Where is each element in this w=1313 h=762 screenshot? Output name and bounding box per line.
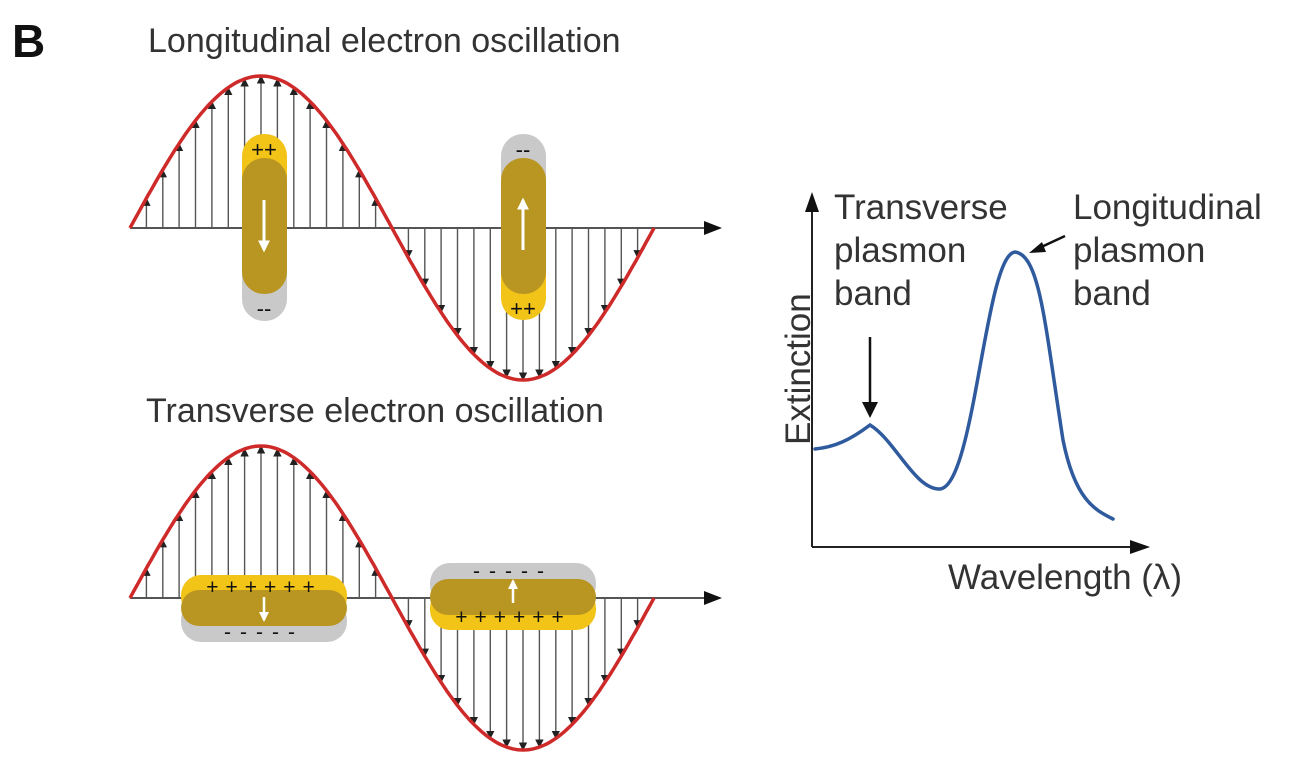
longitudinal-band-line-1: Longitudinal — [1073, 188, 1262, 227]
longitudinal-band-line-2: plasmon — [1073, 231, 1206, 270]
longitudinal-title: Longitudinal electron oscillation — [148, 22, 621, 60]
panel-label: B — [12, 15, 46, 67]
spectrum-curve — [813, 250, 1115, 521]
transverse-title: Transverse electron oscillation — [146, 392, 604, 430]
transverse-wave-curve — [128, 444, 656, 752]
positive-charges: ++ — [510, 296, 536, 321]
longitudinal-wave-curve — [128, 74, 656, 382]
transverse-band-line-2: plasmon — [834, 231, 967, 270]
spectrum-x-axis-label: Wavelength (λ) — [948, 558, 1183, 597]
extinction-spectrum — [805, 192, 1150, 554]
longitudinal-axis-arrowhead — [704, 221, 722, 235]
spectrum-x-axis-arrowhead — [1130, 540, 1150, 554]
longitudinal-field-vectors — [142, 75, 642, 381]
transverse-band-pointer-head — [862, 402, 878, 418]
positive-charges: ++++++ — [455, 606, 571, 629]
transverse-band-line-3: band — [834, 274, 912, 313]
positive-charges: ++ — [251, 137, 277, 162]
positive-charges: ++++++ — [206, 576, 322, 599]
transverse-nanorod-1: ++++++ ----- — [181, 575, 347, 644]
longitudinal-nanorod-1: ++ -- — [242, 134, 287, 321]
longitudinal-band-line-3: band — [1073, 274, 1151, 313]
negative-charges: -- — [516, 137, 531, 162]
negative-charges: -- — [257, 296, 272, 321]
negative-charges: ----- — [473, 560, 553, 583]
transverse-band-annotation: Transverse plasmon band — [834, 186, 1008, 315]
longitudinal-band-annotation: Longitudinal plasmon band — [1073, 186, 1262, 315]
transverse-nanorod-2: ----- ++++++ — [430, 560, 596, 630]
transverse-axis-arrowhead — [704, 591, 722, 605]
longitudinal-wave-panel: ++ -- -- ++ — [128, 74, 722, 382]
spectrum-y-axis-arrowhead — [805, 192, 819, 212]
negative-charges: ----- — [224, 621, 304, 644]
longitudinal-nanorod-2: -- ++ — [501, 134, 546, 321]
longitudinal-band-pointer-head — [1029, 242, 1046, 253]
transverse-wave-panel: ++++++ ----- ----- ++++++ — [128, 444, 722, 752]
transverse-band-line-1: Transverse — [834, 188, 1008, 227]
